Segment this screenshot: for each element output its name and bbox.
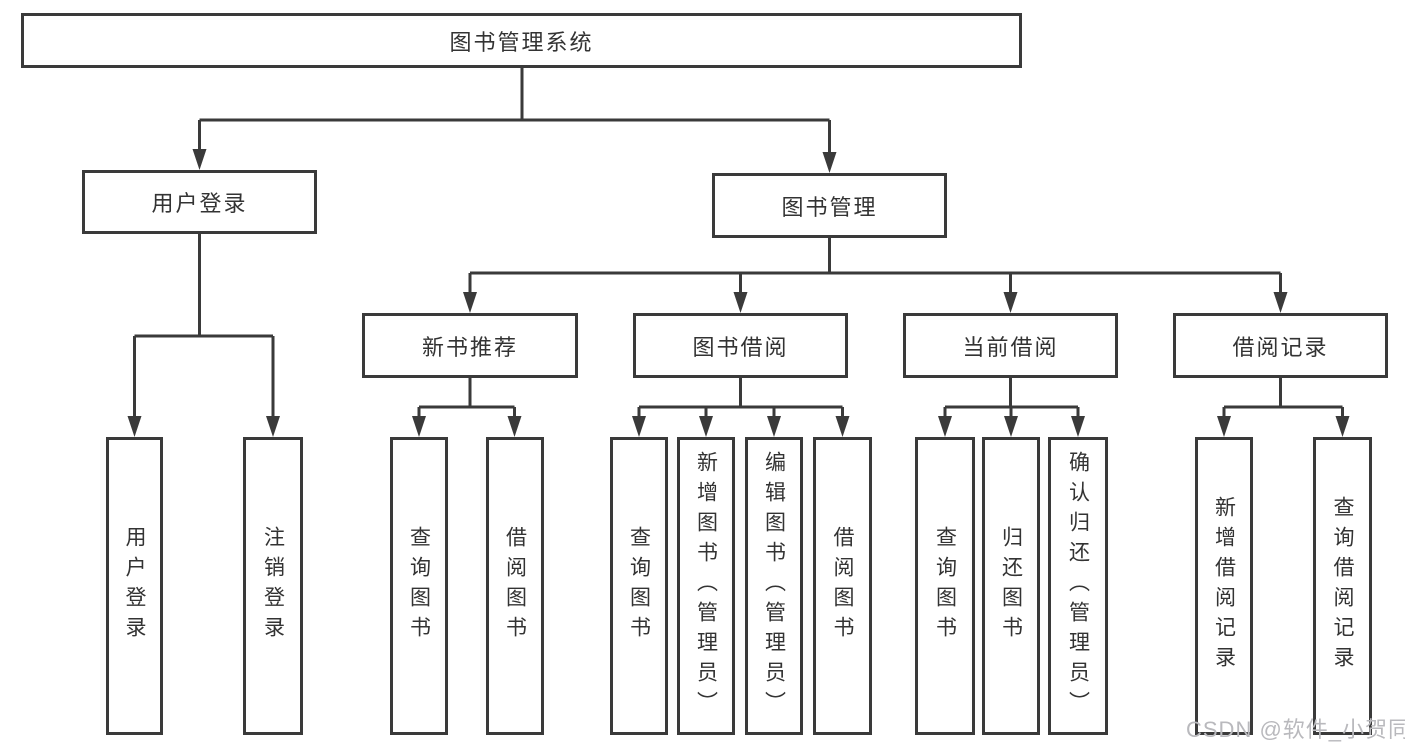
arrow-down-icon (192, 149, 207, 170)
node-borrow-record: 借阅记录 (1173, 313, 1388, 378)
node-current-borrow: 当前借阅 (903, 313, 1118, 378)
node-label: 新增借阅记录 (1212, 496, 1236, 676)
arrow-down-icon (822, 152, 837, 173)
leaf-user-login: 用户登录 (106, 437, 163, 735)
node-label: 查询图书 (407, 526, 431, 646)
connector-current-borrow-branch (943, 378, 1080, 420)
node-label: 图书管理系统 (449, 29, 594, 55)
node-library-system: 图书管理系统 (21, 13, 1022, 68)
leaf-add-borrow-record: 新增借阅记录 (1195, 437, 1253, 735)
node-label: 归还图书 (999, 526, 1023, 646)
node-label: 当前借阅 (962, 334, 1059, 360)
leaf-add-books-admin: 新增图书（管理员） (677, 437, 735, 735)
node-label: 用户登录 (123, 526, 146, 646)
leaf-return-books: 归还图书 (982, 437, 1040, 735)
connector-book-borrow-branch (637, 378, 844, 420)
leaf-borrow-books: 借阅图书 (813, 437, 872, 735)
leaf-query-books-current: 查询图书 (915, 437, 975, 735)
connector-book-management-branch (468, 238, 1282, 296)
arrow-down-icon (835, 416, 850, 437)
node-new-book-recommend: 新书推荐 (362, 313, 578, 378)
leaf-confirm-return-admin: 确认归还（管理员） (1048, 437, 1108, 735)
node-label: 图书管理 (781, 194, 878, 220)
node-label: 借阅图书 (503, 526, 527, 646)
node-label: 编辑图书（管理员） (762, 451, 786, 721)
arrow-down-icon (1217, 416, 1231, 437)
node-book-management: 图书管理 (712, 173, 947, 238)
node-label: 查询借阅记录 (1331, 496, 1354, 676)
arrow-down-icon (412, 416, 426, 437)
leaf-query-books-recommend: 查询图书 (390, 437, 448, 735)
arrow-down-icon (463, 292, 477, 313)
node-label: 确认归还（管理员） (1066, 451, 1090, 721)
node-label: 用户登录 (151, 191, 248, 216)
connector-user-login-branch (133, 234, 275, 420)
node-label: 查询图书 (627, 526, 651, 646)
arrow-down-icon (1004, 416, 1018, 437)
node-label: 注销登录 (261, 526, 285, 646)
arrow-down-icon (767, 416, 781, 437)
arrow-down-icon (1335, 416, 1350, 437)
arrow-down-icon (1071, 416, 1085, 437)
leaf-query-books-borrow: 查询图书 (610, 437, 668, 735)
node-label: 图书借阅 (692, 334, 789, 360)
node-label: 借阅记录 (1232, 334, 1329, 360)
arrow-down-icon (938, 416, 952, 437)
connector-root-branch (198, 68, 831, 155)
arrow-down-icon (127, 416, 142, 437)
arrow-down-icon (733, 292, 748, 313)
leaf-borrow-books-recommend: 借阅图书 (486, 437, 544, 735)
node-label: 新书推荐 (421, 334, 518, 360)
leaf-edit-books-admin: 编辑图书（管理员） (745, 437, 803, 735)
arrow-down-icon (266, 416, 280, 437)
node-label: 查询图书 (933, 526, 957, 646)
connector-borrow-record-branch (1222, 378, 1344, 420)
connector-new-book-branch (417, 378, 516, 420)
leaf-logout: 注销登录 (243, 437, 303, 735)
arrow-down-icon (1003, 292, 1018, 313)
arrow-down-icon (507, 416, 522, 437)
node-book-borrow: 图书借阅 (633, 313, 848, 378)
arrow-down-icon (1273, 292, 1288, 313)
csdn-watermark: CSDN @软件_小贺同学 (1186, 717, 1405, 742)
arrow-down-icon (699, 416, 713, 437)
node-label: 借阅图书 (831, 526, 854, 646)
leaf-query-borrow-record: 查询借阅记录 (1313, 437, 1372, 735)
node-user-login: 用户登录 (82, 170, 317, 234)
node-label: 新增图书（管理员） (694, 451, 718, 721)
arrow-down-icon (632, 416, 646, 437)
